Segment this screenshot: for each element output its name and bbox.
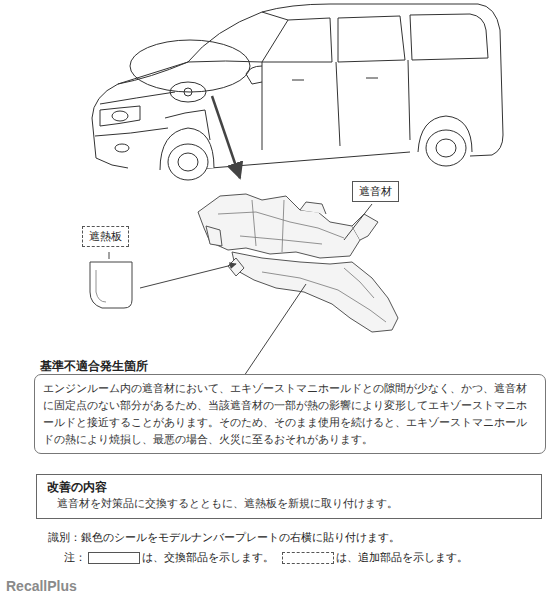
replaced-part-tag: 遮音材 xyxy=(352,181,399,202)
leader-line xyxy=(344,204,372,240)
note-line: 注： は、交換部品を示します。 は、追加部品を示します。 xyxy=(64,550,468,566)
insulator-part xyxy=(198,194,398,332)
heat-shield-drawing xyxy=(90,262,132,308)
note-line: 識別：銀色のシールをモデルナンバープレートの右横に貼り付けます。 xyxy=(48,530,400,546)
note-text: は、交換部品を示します。 xyxy=(142,550,274,566)
part-name: 遮熱板 xyxy=(82,226,129,247)
identification-note: 識別：銀色のシールをモデルナンバープレートの右横に貼り付けます。 xyxy=(48,531,400,544)
pointer-arrow xyxy=(212,96,240,178)
leader-arrow xyxy=(140,264,236,288)
leader-line xyxy=(109,252,110,259)
leader-line xyxy=(244,284,306,376)
part-detail-lines xyxy=(218,200,386,322)
car-drawing xyxy=(92,4,503,180)
added-part-tag: 遮熱板 xyxy=(82,226,129,247)
watermark-text: RecallPlus xyxy=(6,578,77,594)
note-prefix: 注： xyxy=(64,550,86,566)
body-text: エンジンルーム内の遮音材において、エキゾーストマニホールドとの隙間が少なく、かつ… xyxy=(43,380,537,448)
problem-box: 基準不適合発生箇所エンジンルーム内の遮音材において、エキゾーストマニホールドとの… xyxy=(34,358,546,454)
dashed-box-sample xyxy=(282,552,334,564)
solid-box-sample xyxy=(88,552,140,564)
section-heading: 基準不適合発生箇所 xyxy=(34,358,546,374)
part-name: 遮音材 xyxy=(352,181,399,202)
note-text: は、追加部品を示します。 xyxy=(336,550,468,566)
watermark: RecallPlus xyxy=(6,578,77,596)
bracket-frame: エンジンルーム内の遮音材において、エキゾーストマニホールドとの隙間が少なく、かつ… xyxy=(34,374,546,454)
remedy-box: 改善の内容遮音材を対策品に交換するとともに、遮熱板を新規に取り付けます。 xyxy=(36,474,542,519)
body-text: 遮音材を対策品に交換するとともに、遮熱板を新規に取り付けます。 xyxy=(47,495,531,512)
section-heading: 改善の内容 xyxy=(47,479,531,495)
